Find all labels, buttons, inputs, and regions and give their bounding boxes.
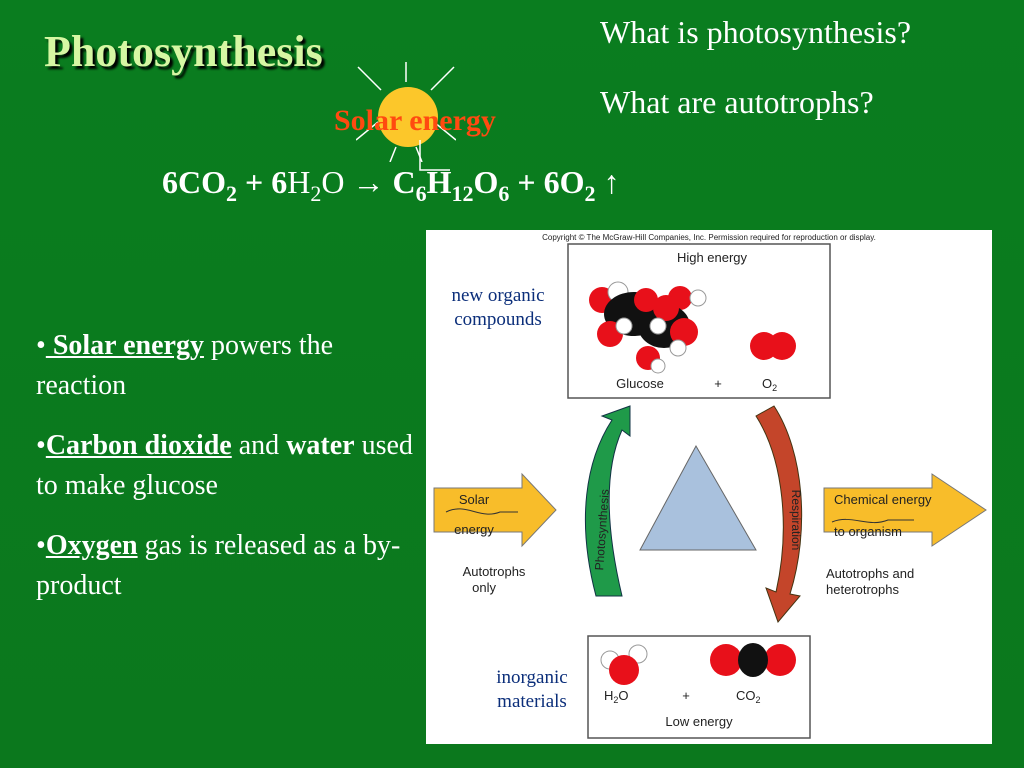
auto-hetero-line1: Autotrophs and bbox=[826, 566, 914, 581]
eq-o2: + 6O bbox=[509, 164, 585, 200]
bullet-term: Carbon dioxide bbox=[45, 430, 232, 461]
bullet-marker: • bbox=[36, 530, 46, 561]
eq-plus: + 6 bbox=[237, 164, 288, 200]
label-line: inorganic bbox=[496, 667, 568, 688]
eq-c: C bbox=[392, 164, 416, 200]
eq-sub: 2 bbox=[584, 181, 596, 206]
solar-energy-arrow bbox=[433, 472, 557, 548]
solar-energy-label: Solar energy bbox=[334, 104, 496, 137]
auto-hetero-line2: heterotrophs bbox=[826, 582, 899, 597]
solar-label: Solar bbox=[459, 492, 490, 507]
glucose-label: Glucose bbox=[616, 376, 664, 391]
eq-h: H bbox=[287, 164, 311, 200]
label-line: new organic bbox=[451, 285, 545, 306]
eq-h: H bbox=[426, 164, 452, 200]
energy-label: energy bbox=[454, 522, 494, 537]
inorganic-materials-label: inorganic materials bbox=[482, 666, 582, 714]
chemical-energy-arrow bbox=[823, 473, 987, 547]
copyright-text: Copyright © The McGraw-Hill Companies, I… bbox=[542, 233, 876, 242]
glucose-molecule-icon bbox=[589, 281, 707, 374]
eq-sub: 6 bbox=[415, 181, 427, 206]
bullet-marker: • bbox=[36, 330, 46, 361]
bullet-term: Oxygen bbox=[45, 530, 138, 561]
eq-o: O bbox=[321, 164, 345, 200]
eq-up-arrow: ↑ bbox=[595, 164, 620, 200]
bullet-marker: • bbox=[36, 430, 46, 461]
o2-text: O bbox=[762, 376, 772, 391]
eq-co2: 6CO bbox=[162, 164, 226, 200]
respiration-arrow bbox=[755, 405, 803, 623]
energy-cycle-diagram: Copyright © The McGraw-Hill Companies, I… bbox=[426, 230, 992, 744]
h2o-molecule-icon bbox=[600, 644, 648, 685]
bullet-term: Solar energy bbox=[45, 330, 204, 361]
bullet-text: gas is released as a by-product bbox=[36, 530, 401, 601]
chemical-energy-label: Chemical energy bbox=[834, 492, 932, 507]
plus-sign: + bbox=[714, 376, 722, 391]
new-organic-compounds-label: new organic compounds bbox=[430, 284, 566, 332]
high-energy-label: High energy bbox=[677, 250, 748, 265]
co2-molecule-icon bbox=[710, 643, 796, 677]
label-line: materials bbox=[497, 691, 567, 712]
o2-molecule-icon bbox=[750, 332, 796, 360]
h2o-label: H2O bbox=[604, 688, 629, 705]
to-organism-label: to organism bbox=[834, 524, 902, 539]
bullet-text: and bbox=[231, 430, 287, 461]
bullet-term: water bbox=[286, 430, 355, 461]
bullet-item: • Solar energy powers the reaction bbox=[36, 326, 416, 406]
co2-text: CO bbox=[736, 688, 756, 703]
eq-sub: 2 bbox=[310, 181, 322, 206]
autotrophs-only-line2: only bbox=[472, 580, 496, 595]
bullet-item: •Carbon dioxide and water used to make g… bbox=[36, 426, 416, 506]
h2o-subscript: 2 bbox=[613, 695, 618, 705]
o2-label: O2 bbox=[762, 376, 777, 393]
o2-subscript: 2 bbox=[772, 383, 777, 393]
label-line: compounds bbox=[454, 309, 542, 330]
bullet-text: used to make glucose bbox=[36, 430, 413, 501]
bullet-list: • Solar energy powers the reaction •Carb… bbox=[36, 326, 416, 626]
bullet-text: powers the reaction bbox=[36, 330, 334, 401]
co2-subscript: 2 bbox=[756, 695, 761, 705]
eq-arrow: → bbox=[344, 164, 393, 200]
slide-title: Photosynthesis bbox=[44, 27, 323, 76]
autotrophs-only-line1: Autotrophs bbox=[463, 564, 526, 579]
respiration-label: Respiration bbox=[789, 490, 803, 551]
bullet-item: •Oxygen gas is released as a by-product bbox=[36, 526, 416, 606]
cycle-triangle bbox=[639, 444, 757, 551]
photosynthesis-label: Photosynthesis bbox=[592, 489, 612, 571]
question-autotrophs: What are autotrophs? bbox=[600, 84, 874, 120]
eq-sub: 12 bbox=[451, 181, 474, 206]
low-energy-label: Low energy bbox=[665, 714, 733, 729]
diagram-svg: Copyright © The McGraw-Hill Companies, I… bbox=[433, 233, 987, 739]
eq-o: O bbox=[473, 164, 499, 200]
sun-arrow-icon bbox=[419, 140, 450, 171]
h2o-o: O bbox=[618, 688, 628, 703]
question-photosynthesis: What is photosynthesis? bbox=[600, 14, 912, 50]
plus-sign-bottom: + bbox=[682, 688, 690, 703]
co2-label: CO2 bbox=[736, 688, 761, 705]
solar-squiggle-icon bbox=[445, 508, 518, 515]
h2o-h: H bbox=[604, 688, 613, 703]
photosynthesis-arrow bbox=[584, 405, 631, 597]
photosynthesis-equation: 6CO2 + 6H2O → C6H12O6 + 6O2 ↑ bbox=[162, 164, 619, 207]
chemical-squiggle-icon bbox=[831, 518, 914, 524]
eq-sub: 6 bbox=[498, 181, 510, 206]
sun-icon bbox=[356, 62, 456, 162]
eq-sub: 2 bbox=[226, 181, 237, 206]
